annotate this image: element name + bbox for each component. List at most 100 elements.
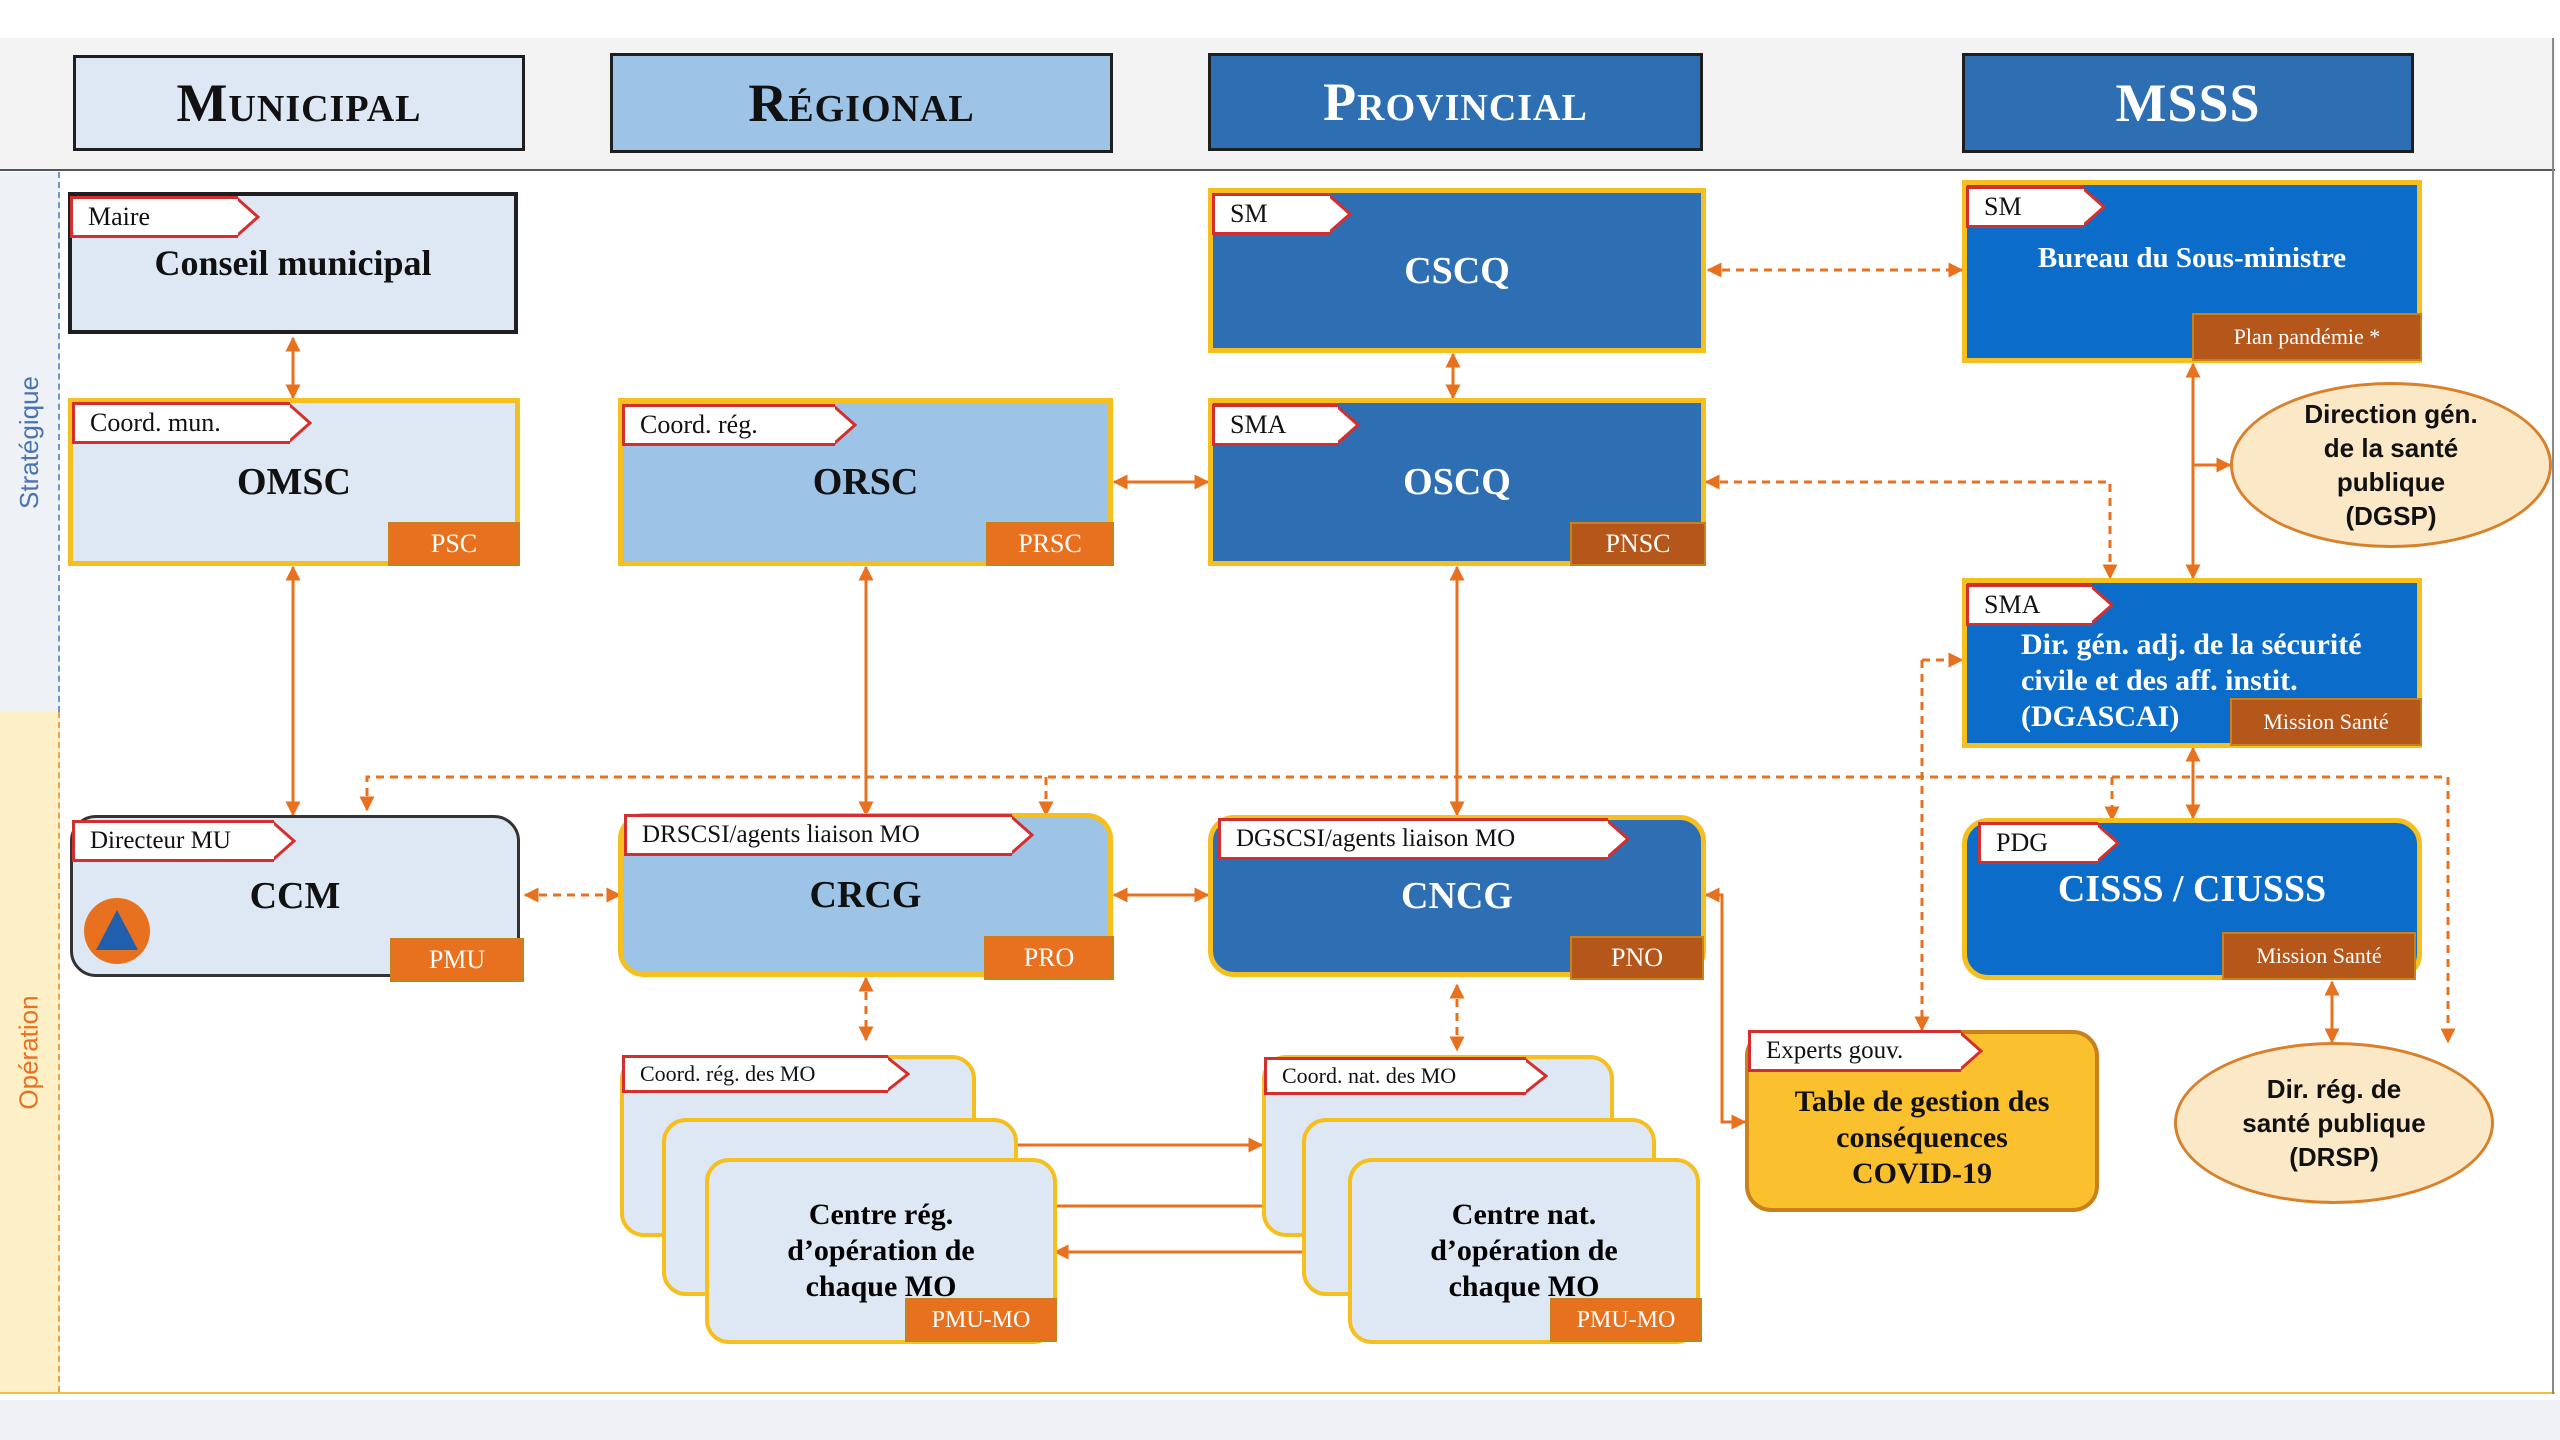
header-msss: MSSS	[1962, 53, 2414, 153]
header-municipal: Municipal	[73, 55, 525, 151]
drsp-line-3: (DRSP)	[2289, 1142, 2379, 1172]
centre-reg-line-2: d’opération de	[787, 1234, 975, 1267]
plan-pro-label: PRO	[1023, 943, 1075, 972]
dgsp-line-2: de la santé	[2323, 433, 2459, 463]
tag-dgscsi: DGSCSI/agents liaison MO	[1218, 818, 1630, 860]
header-municipal-label: Municipal	[176, 73, 422, 133]
oscq-title: OSCQ	[1403, 461, 1511, 503]
band-strategique: Stratégique	[0, 172, 60, 712]
tag-experts-gouv: Experts gouv.	[1748, 1030, 1983, 1072]
tag-arrow-point	[1336, 404, 1360, 446]
drsp-line-1: Dir. rég. de	[2266, 1074, 2402, 1104]
dgascai-line-3: (DGASCAI)	[2021, 700, 2180, 733]
cisss-title: CISSS / CIUSSS	[2057, 868, 2327, 910]
tag-arrow-point	[288, 402, 312, 444]
dgsp-line-1: Direction gén.	[2304, 399, 2478, 429]
tag-drscsi: DRSCSI/agents liaison MO	[624, 814, 1034, 856]
conseil-municipal-title: Conseil municipal	[154, 243, 432, 283]
tag-coord-reg-mo-label: Coord. rég. des MO	[640, 1061, 816, 1086]
table-gestion-line-2: conséquences	[1836, 1121, 2008, 1154]
tag-directeur-mu: Directeur MU	[72, 820, 296, 862]
plan-pro: PRO	[984, 936, 1114, 980]
header-regional: Régional	[610, 53, 1113, 153]
tag-arrow-point	[1959, 1030, 1983, 1072]
dgascai-line-2: civile et des aff. instit.	[2021, 664, 2298, 697]
cncg-title: CNCG	[1401, 875, 1513, 917]
tag-arrow-point	[2090, 584, 2114, 626]
node-drsp[interactable]: Dir. rég. de santé publique (DRSP)	[2174, 1042, 2494, 1204]
tag-dgscsi-label: DGSCSI/agents liaison MO	[1236, 825, 1516, 852]
band-operation: Opération	[0, 712, 60, 1392]
orsc-title: ORSC	[812, 461, 919, 503]
tag-directeur-mu-label: Directeur MU	[90, 827, 231, 854]
bureau-sm-title: Bureau du Sous-ministre	[2037, 242, 2347, 274]
plan-pmu-mo-reg-label: PMU-MO	[931, 1306, 1031, 1333]
tag-pdg: PDG	[1978, 822, 2120, 864]
tag-sm-cscq-label: SM	[1230, 199, 1268, 228]
centre-nat-line-2: d’opération de	[1430, 1234, 1618, 1267]
dgsp-line-4: (DGSP)	[2345, 501, 2437, 531]
plan-prsc-label: PRSC	[1018, 529, 1082, 558]
tag-sma-oscq: SMA	[1212, 404, 1360, 446]
plan-pmu-mo-nat-label: PMU-MO	[1576, 1306, 1676, 1333]
centre-nat-line-1: Centre nat.	[1451, 1198, 1597, 1231]
crcg-title: CRCG	[809, 874, 922, 916]
plan-mission-sante-1: Mission Santé	[2230, 698, 2422, 746]
node-centre-reg[interactable]: Centre rég. d’opération de chaque MO	[705, 1158, 1057, 1344]
tag-maire: Maire	[70, 196, 260, 238]
tag-sm-bureau: SM	[1966, 186, 2106, 228]
tag-drscsi-label: DRSCSI/agents liaison MO	[642, 821, 920, 848]
tag-arrow-point	[2082, 186, 2106, 228]
bottom-rule	[0, 1392, 2555, 1394]
tag-arrow-point	[2096, 822, 2120, 864]
centre-nat-line-3: chaque MO	[1448, 1270, 1600, 1303]
plan-pmu: PMU	[390, 938, 524, 982]
plan-pmu-mo-nat: PMU-MO	[1550, 1298, 1702, 1342]
tag-arrow-point	[886, 1055, 910, 1093]
tag-arrow-point	[1524, 1057, 1548, 1095]
node-dgsp[interactable]: Direction gén. de la santé publique (DGS…	[2230, 382, 2552, 548]
table-gestion-line-1: Table de gestion des	[1794, 1085, 2050, 1118]
plan-psc: PSC	[388, 522, 520, 566]
plan-pmu-label: PMU	[428, 945, 486, 974]
plan-pnsc: PNSC	[1570, 522, 1706, 566]
drsp-line-2: santé publique	[2242, 1108, 2426, 1138]
tag-coord-reg-mo: Coord. rég. des MO	[622, 1055, 910, 1093]
tag-coord-reg: Coord. rég.	[622, 404, 857, 446]
plan-pandemie-label: Plan pandémie *	[2233, 324, 2381, 349]
centre-reg-line-1: Centre rég.	[808, 1198, 954, 1231]
civil-protection-icon	[84, 898, 150, 964]
plan-psc-label: PSC	[430, 529, 478, 558]
plan-pnsc-label: PNSC	[1605, 529, 1671, 558]
tag-coord-mun-label: Coord. mun.	[90, 408, 221, 437]
plan-prsc: PRSC	[986, 522, 1114, 566]
header-provincial-label: Provincial	[1323, 72, 1588, 132]
tag-pdg-label: PDG	[1996, 828, 2049, 857]
right-border	[2552, 38, 2554, 1394]
table-gestion-line-3: COVID-19	[1852, 1157, 1992, 1190]
header-msss-label: MSSS	[2115, 73, 2261, 133]
bottom-strip	[0, 1400, 2560, 1440]
header-regional-label: Régional	[748, 73, 975, 133]
plan-pno-label: PNO	[1610, 943, 1663, 972]
tag-arrow-point	[833, 404, 857, 446]
tag-coord-mun: Coord. mun.	[72, 402, 312, 444]
tag-sm-bureau-label: SM	[1984, 192, 2022, 221]
dgsp-line-3: publique	[2336, 467, 2446, 497]
tag-arrow-point	[1606, 818, 1630, 860]
plan-mission-sante-2-label: Mission Santé	[2256, 943, 2382, 968]
plan-pmu-mo-reg: PMU-MO	[905, 1298, 1057, 1342]
header-provincial: Provincial	[1208, 53, 1703, 151]
cscq-title: CSCQ	[1404, 249, 1510, 292]
tag-maire-label: Maire	[88, 202, 151, 231]
tag-experts-gouv-label: Experts gouv.	[1766, 1037, 1904, 1064]
plan-pno: PNO	[1570, 936, 1704, 980]
ccm-title: CCM	[249, 875, 341, 917]
tag-arrow-point	[272, 820, 296, 862]
tag-sma-dgascai-label: SMA	[1984, 590, 2041, 619]
tag-sma-oscq-label: SMA	[1230, 410, 1287, 439]
tag-arrow-point	[1328, 193, 1352, 235]
tag-coord-nat-mo-label: Coord. nat. des MO	[1282, 1063, 1457, 1088]
tag-coord-reg-label: Coord. rég.	[640, 410, 758, 439]
